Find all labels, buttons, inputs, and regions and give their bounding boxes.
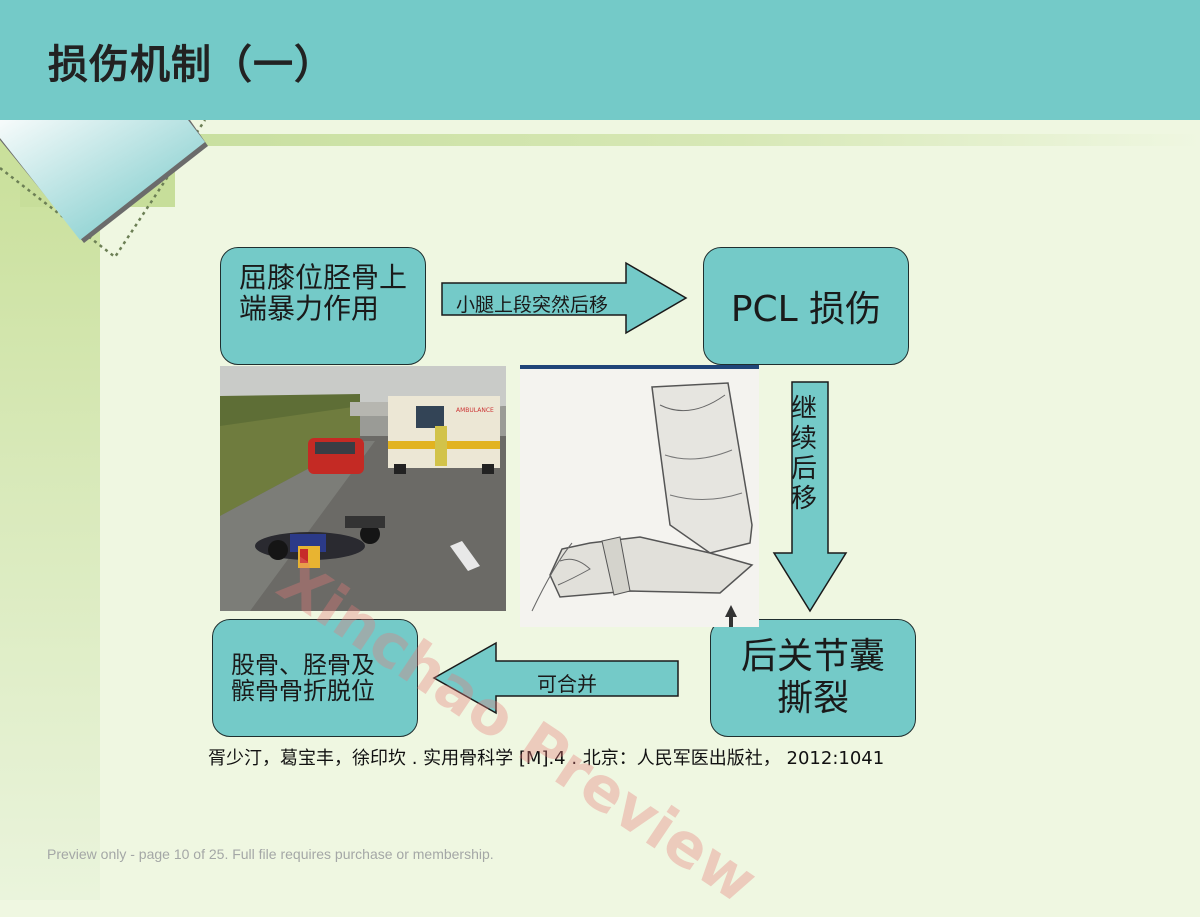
box3-line1: 股骨、胫骨及 [231,652,375,678]
flow-box-fracture: 股骨、胫骨及 髌骨骨折脱位 [212,619,418,737]
corner-decoration [0,120,220,260]
arrow3-label: 可合并 [537,668,597,697]
flow-box-capsule-tear: 后关节囊 撕裂 [710,619,916,737]
header-band [175,134,1200,146]
ambulance-sign: AMBULANCE [456,407,494,414]
preview-footer: Preview only - page 10 of 25. Full file … [47,846,494,862]
arrow2-label: 继续后移 [789,394,819,514]
knee-sketch [520,365,759,627]
arrow1-label: 小腿上段突然后移 [456,290,608,317]
box1-line1: 屈膝位胫骨上 [239,262,425,293]
box4-line2: 撕裂 [741,678,885,720]
flow-box-pcl-injury: PCL 损伤 [703,247,909,365]
slide-title: 损伤机制（一） [48,32,335,90]
box3-line2: 髌骨骨折脱位 [231,678,375,704]
box2-text: PCL 损伤 [731,280,881,332]
box4-line1: 后关节囊 [741,636,885,678]
box1-line2: 端暴力作用 [239,293,425,324]
accident-photo: AMBULANCE [220,366,506,611]
flow-box-tibia-force: 屈膝位胫骨上 端暴力作用 [220,247,426,365]
citation: 胥少汀，葛宝丰，徐印坎 . 实用骨科学 [M].4 . 北京：人民军医出版社， … [208,744,884,770]
